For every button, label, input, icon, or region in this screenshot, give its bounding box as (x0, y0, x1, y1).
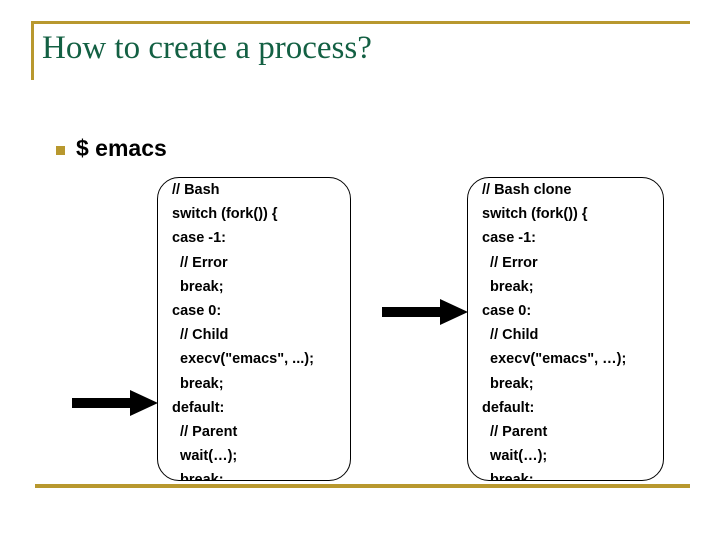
code-line: execv("emacs", ...); (172, 351, 314, 368)
code-line: switch (fork()) { (482, 206, 588, 223)
code-line: break; (482, 278, 534, 295)
code-line: // Parent (172, 424, 238, 441)
page-title: How to create a process? (42, 30, 372, 66)
code-block-bash-original: // Bash switch (fork()) { case -1: // Erro… (157, 177, 351, 481)
code-line: // Child (482, 327, 539, 344)
code-line: default: (172, 399, 225, 416)
code-line: case -1: (482, 230, 537, 247)
code-line: // Bash (172, 182, 220, 198)
title-top-rule (31, 21, 690, 24)
code-line: execv("emacs", …); (482, 351, 627, 368)
code-line: default: (482, 399, 535, 416)
code-line: break; (172, 472, 224, 481)
bullet-item-label: $ emacs (76, 135, 167, 161)
code-line: // Bash clone (482, 182, 572, 198)
slide-bottom-rule (35, 484, 690, 488)
code-line: // Child (172, 327, 229, 344)
code-line: switch (fork()) { (172, 206, 278, 223)
code-line: case 0: (482, 303, 532, 320)
code-block-bash-clone: // Bash clone switch (fork()) { case -1: /… (467, 177, 664, 481)
code-line: case 0: (172, 303, 222, 320)
code-line: // Error (482, 254, 538, 271)
code-line: break; (482, 472, 534, 481)
code-line: wait(…); (172, 448, 238, 465)
code-line: // Error (172, 254, 228, 271)
square-bullet-icon (56, 145, 65, 155)
code-block-right-lines: // Bash clone switch (fork()) { case -1: /… (482, 178, 627, 481)
arrow-right-icon (72, 390, 158, 416)
code-line: break; (172, 375, 224, 392)
code-line: wait(…); (482, 448, 548, 465)
code-line: case -1: (172, 230, 227, 247)
code-line: break; (482, 375, 534, 392)
title-left-rule (31, 21, 34, 80)
code-line: break; (172, 278, 224, 295)
code-block-left-lines: // Bash switch (fork()) { case -1: // Erro… (172, 178, 314, 481)
code-line: // Parent (482, 424, 548, 441)
bullet-list-item: $ emacs (56, 134, 167, 162)
arrow-right-icon (382, 299, 468, 325)
